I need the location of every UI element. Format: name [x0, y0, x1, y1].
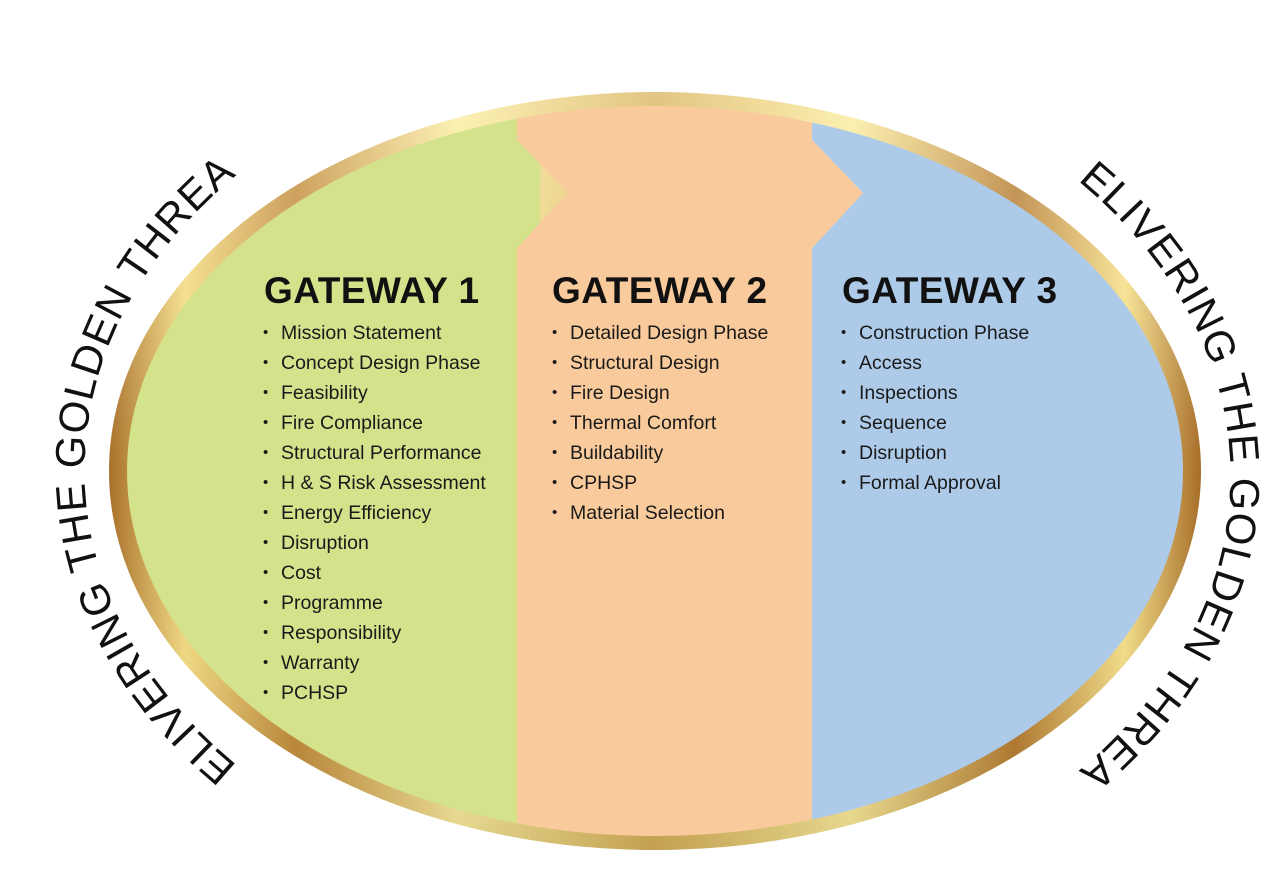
gateway3-title: GATEWAY 3 [842, 270, 1058, 311]
list-item: PCHSP [263, 678, 486, 708]
gateway2-list: Detailed Design Phase Structural Design … [552, 318, 768, 528]
list-item: Disruption [841, 438, 1029, 468]
list-item: Detailed Design Phase [552, 318, 768, 348]
list-item: Formal Approval [841, 468, 1029, 498]
list-item: Material Selection [552, 498, 768, 528]
list-item: Warranty [263, 648, 486, 678]
list-item: Access [841, 348, 1029, 378]
list-item: H & S Risk Assessment [263, 468, 486, 498]
list-item: Mission Statement [263, 318, 486, 348]
gateway1-title: GATEWAY 1 [264, 270, 480, 311]
gateway1-list: Mission Statement Concept Design Phase F… [263, 318, 486, 708]
list-item: Sequence [841, 408, 1029, 438]
list-item: Structural Performance [263, 438, 486, 468]
list-item: Construction Phase [841, 318, 1029, 348]
list-item: Feasibility [263, 378, 486, 408]
list-item: Buildability [552, 438, 768, 468]
list-item: Programme [263, 588, 486, 618]
list-item: CPHSP [552, 468, 768, 498]
list-item: Cost [263, 558, 486, 588]
list-item: Structural Design [552, 348, 768, 378]
list-item: Inspections [841, 378, 1029, 408]
list-item: Disruption [263, 528, 486, 558]
gateway2-title: GATEWAY 2 [552, 270, 768, 311]
list-item: Energy Efficiency [263, 498, 486, 528]
list-item: Thermal Comfort [552, 408, 768, 438]
list-item: Responsibility [263, 618, 486, 648]
list-item: Fire Design [552, 378, 768, 408]
list-item: Fire Compliance [263, 408, 486, 438]
gateway3-list: Construction Phase Access Inspections Se… [841, 318, 1029, 498]
list-item: Concept Design Phase [263, 348, 486, 378]
